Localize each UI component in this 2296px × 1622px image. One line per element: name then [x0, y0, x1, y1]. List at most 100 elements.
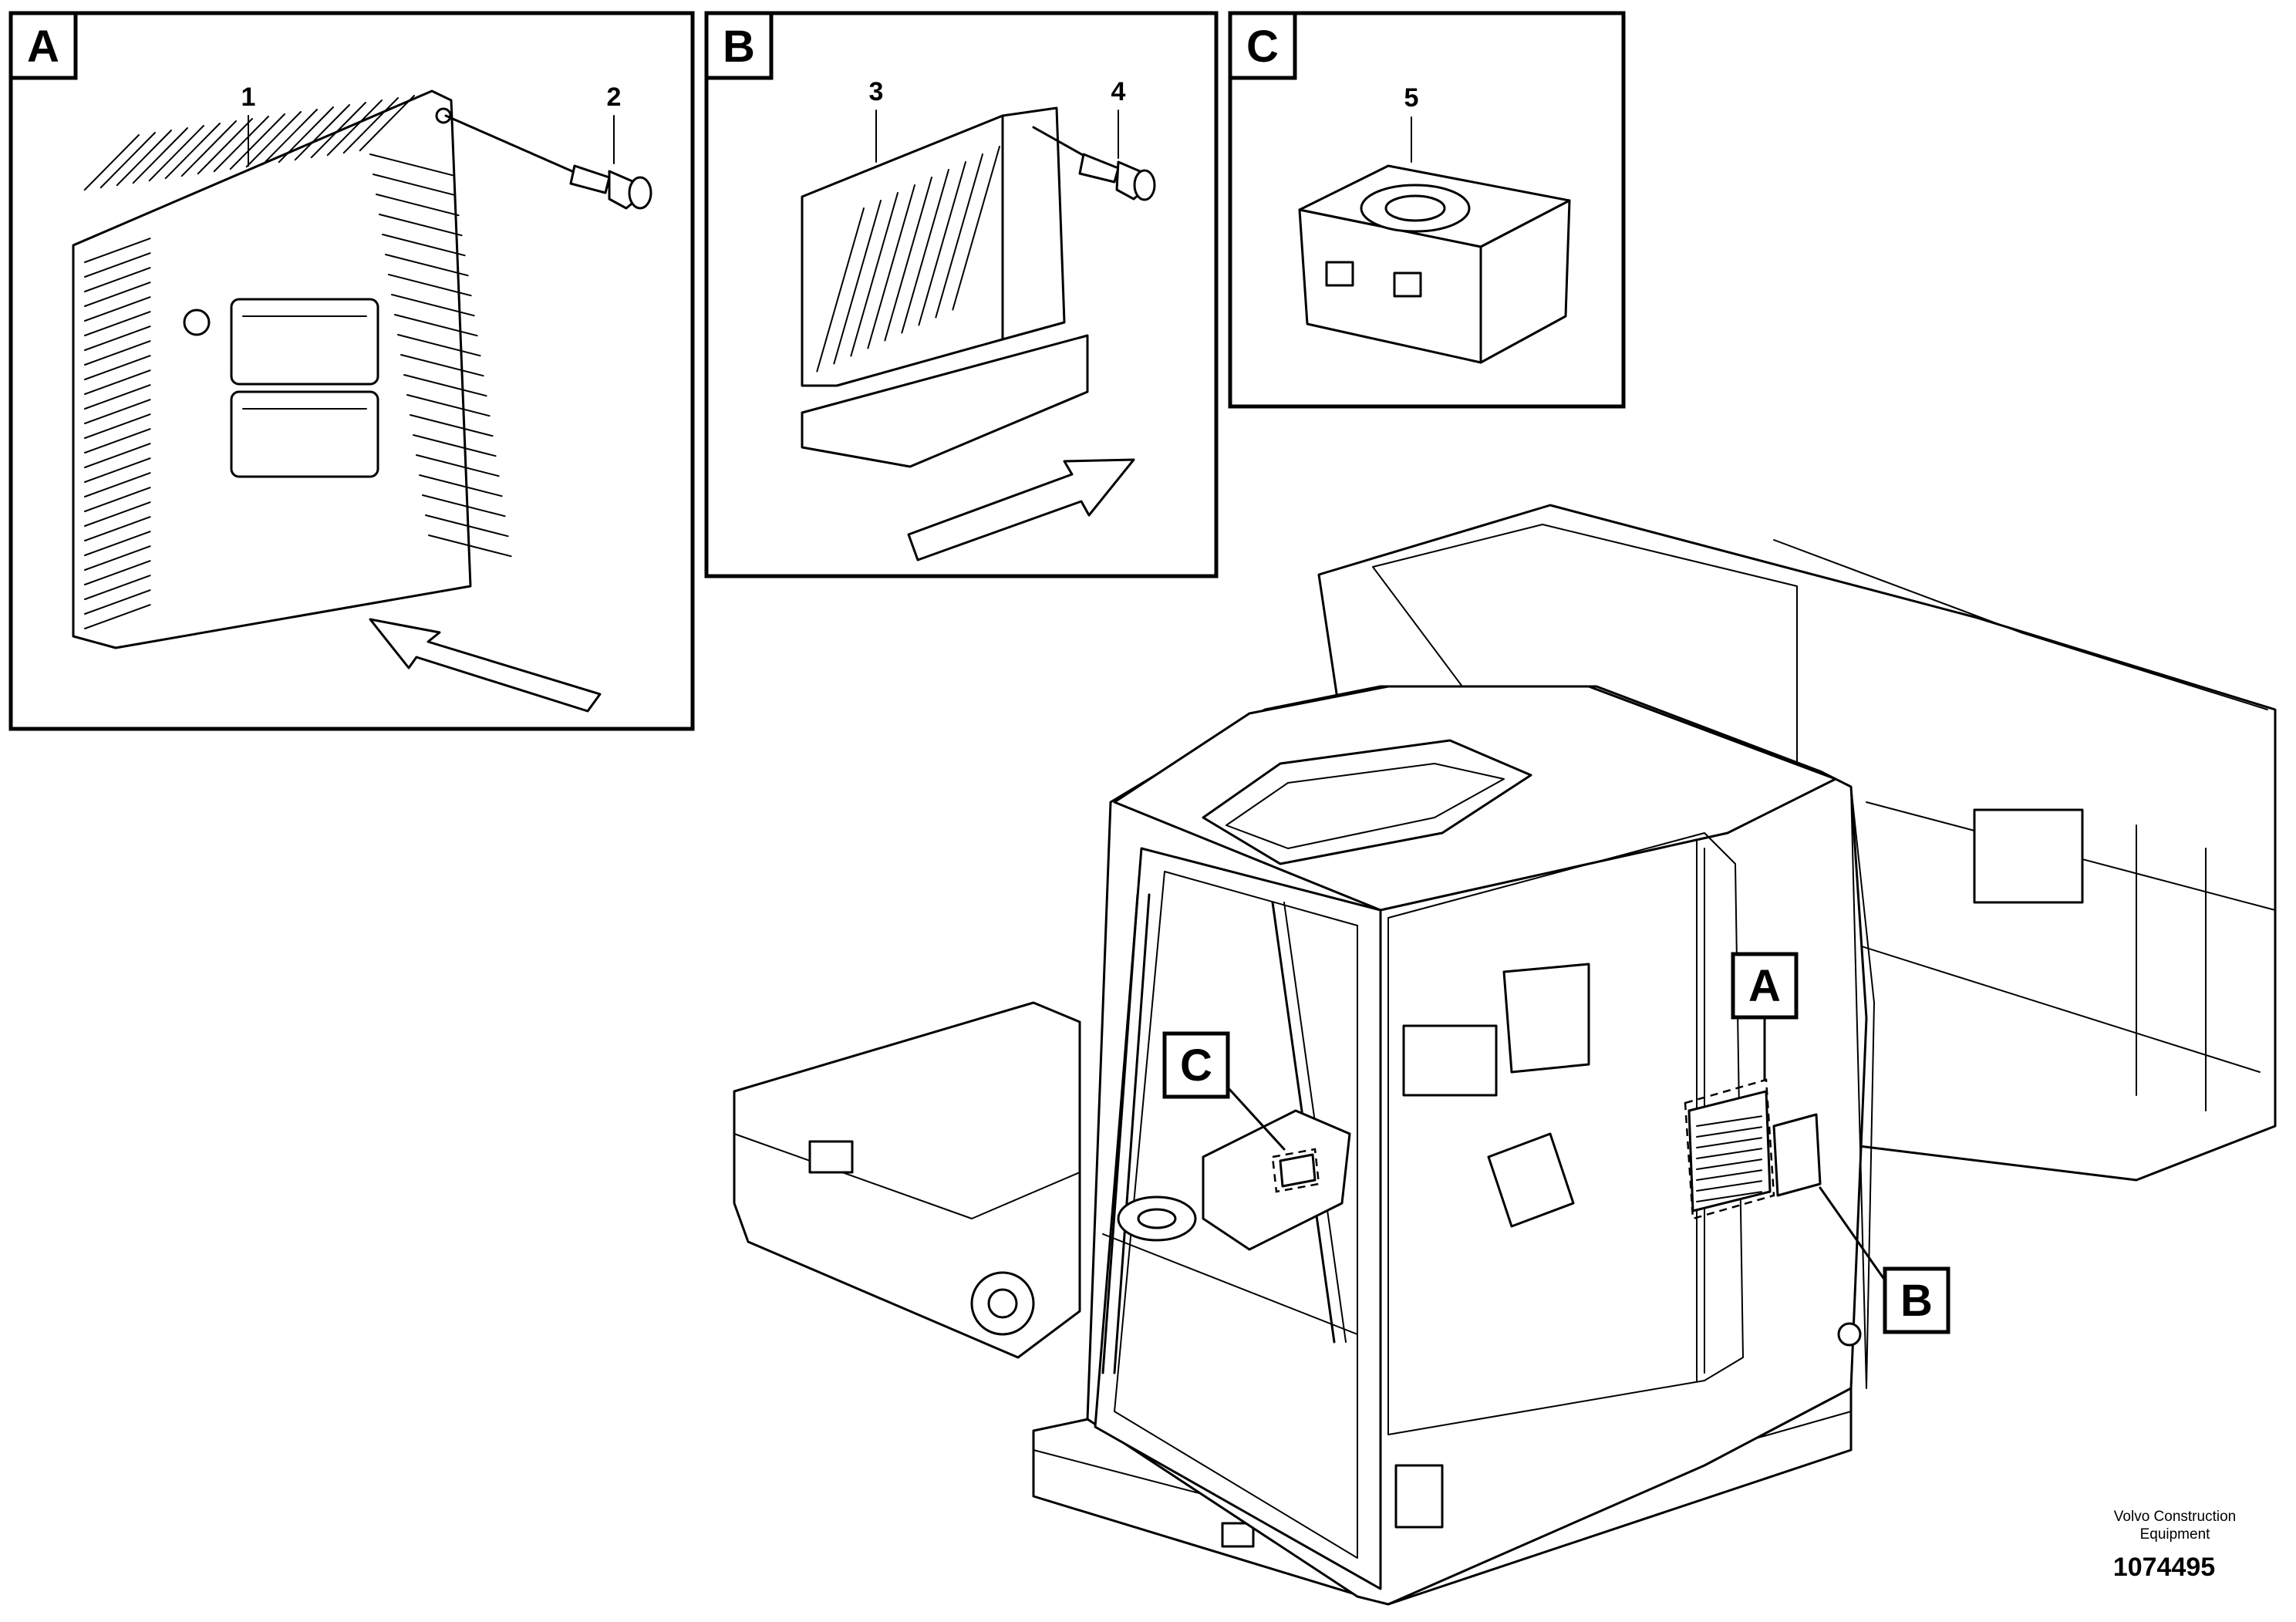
fin-line: [84, 325, 151, 351]
direction-arrow-icon-2: [907, 458, 1135, 561]
fin-line: [1696, 1180, 1763, 1192]
fin-line: [84, 238, 151, 263]
fin-line: [310, 102, 366, 159]
fin-line: [84, 355, 151, 380]
fin-line: [84, 428, 151, 454]
fin-line: [379, 214, 463, 237]
fin-line: [935, 153, 983, 319]
fin-line: [406, 394, 491, 417]
panel-b-label: B: [723, 22, 755, 72]
fin-line: [388, 274, 472, 297]
fin-line: [867, 184, 915, 349]
fin-line: [197, 118, 253, 175]
fin-line: [382, 234, 466, 257]
locator-c-label: C: [1180, 1040, 1212, 1091]
fin-line: [84, 340, 151, 366]
fin-line: [850, 192, 899, 357]
fin-line: [342, 97, 399, 154]
location-c-highlight: [1271, 1148, 1320, 1193]
fin-line: [84, 560, 151, 585]
locator-tag-a: A: [1731, 952, 1799, 1081]
fin-line: [397, 334, 481, 357]
locator-tag-c: C: [1162, 1031, 1286, 1151]
detail-panel-b: B 3 4: [704, 11, 1219, 578]
fin-line: [116, 130, 172, 187]
fin-line: [416, 454, 500, 477]
fin-line: [213, 116, 269, 173]
fin-line: [84, 267, 151, 292]
fin-line: [245, 111, 302, 168]
fin-line: [84, 589, 151, 615]
fin-line: [84, 531, 151, 556]
company-name-line1: Volvo Construction: [2114, 1509, 2236, 1525]
fin-line: [278, 106, 334, 164]
fin-line: [84, 384, 151, 410]
fin-line: [84, 501, 151, 527]
fin-line: [261, 109, 318, 166]
fin-line: [132, 127, 188, 184]
fin-line: [84, 369, 151, 395]
fin-line: [1696, 1148, 1763, 1159]
fin-line: [410, 414, 494, 437]
fin-line: [84, 252, 151, 278]
fin-line: [918, 161, 966, 326]
screw-icon-2: [1032, 126, 1156, 201]
fin-line: [816, 207, 865, 373]
drawing-reference: 1074495: [2113, 1553, 2215, 1582]
fin-line: [1696, 1169, 1763, 1181]
fin-line: [952, 146, 1000, 311]
fin-line: [84, 311, 151, 336]
fin-line: [413, 434, 497, 457]
machine-cab-assembly: [733, 504, 2277, 1606]
fin-line: [901, 169, 949, 334]
fin-line: [84, 457, 151, 483]
fin-line: [83, 134, 140, 191]
control-unit-module: [801, 106, 1089, 468]
fin-line: [1696, 1158, 1763, 1170]
fin-line: [419, 474, 503, 497]
fin-line: [84, 399, 151, 424]
locator-tag-b: B: [1819, 1186, 1950, 1334]
fin-line: [369, 153, 453, 177]
fin-line: [84, 296, 151, 322]
fin-line: [425, 514, 509, 538]
location-a-b-highlight: [1684, 1078, 1822, 1220]
panel-c-label: C: [1246, 22, 1279, 72]
footer: Volvo Construction Equipment 1074495: [2113, 1509, 2236, 1582]
screw-icon: [444, 114, 652, 210]
fin-line: [99, 132, 156, 189]
fin-line: [428, 534, 512, 558]
fin-line: [376, 194, 460, 217]
fin-line: [84, 282, 151, 307]
fin-line: [84, 545, 151, 571]
fin-line: [1696, 1137, 1763, 1148]
fin-line: [1696, 1126, 1763, 1138]
fin-line: [359, 95, 415, 152]
fin-line: [84, 575, 151, 600]
callout-3: 3: [869, 77, 884, 106]
fin-line: [84, 604, 151, 629]
locator-b-label: B: [1900, 1276, 1933, 1326]
fin-line: [1696, 1115, 1763, 1127]
fin-line: [373, 174, 457, 197]
fin-line: [326, 99, 383, 157]
fin-line: [400, 354, 484, 377]
fin-line: [84, 487, 151, 512]
fin-line: [294, 104, 350, 161]
switch-module: [1298, 164, 1571, 364]
fin-line: [391, 294, 475, 317]
callout-4: 4: [1111, 77, 1126, 106]
control-unit-ecu: [72, 89, 512, 649]
panel-a-label: A: [27, 22, 59, 72]
fin-line: [84, 443, 151, 468]
fin-line: [84, 516, 151, 541]
callout-5: 5: [1404, 83, 1419, 113]
fin-line: [84, 413, 151, 439]
fin-line: [1696, 1191, 1763, 1202]
fin-line: [884, 177, 932, 342]
detail-panel-c: C 5: [1228, 11, 1626, 409]
fin-line: [148, 125, 204, 182]
fin-line: [403, 374, 487, 397]
fin-line: [385, 254, 469, 277]
